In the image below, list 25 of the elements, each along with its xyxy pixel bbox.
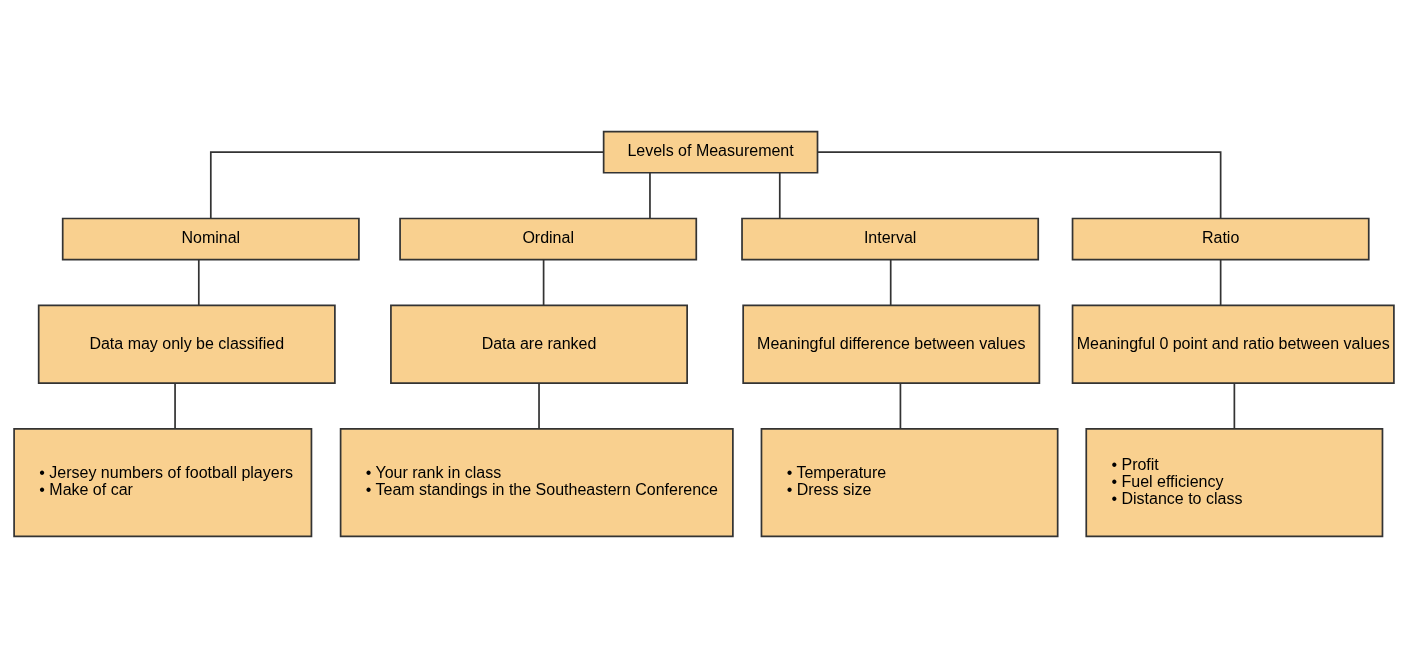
node-box: Levels of Measurement [602,130,819,174]
connector [197,258,200,306]
node-box: • Profit • Fuel efficiency • Distance to class [1085,427,1384,537]
connector [889,258,892,306]
node-box: Meaningful difference between values [742,304,1041,384]
node-box: Ordinal [399,217,698,261]
node-box: • Jersey numbers of football players • Make of car [13,427,313,537]
node-box: Nominal [61,217,360,261]
connector [1233,381,1236,429]
connector [209,150,605,219]
node-box: • Your rank in class • Team standings in the Southeastern Conference [339,427,734,537]
connector [899,381,902,429]
connector [1219,258,1222,306]
connector [778,171,781,219]
connector [174,381,176,429]
node-box: Interval [741,217,1040,261]
connector [649,171,651,219]
connector [816,150,1222,219]
node-box: Data may only be classified [37,304,336,384]
connector [542,258,545,306]
connector [538,381,540,429]
node-box: Meaningful 0 point and ratio between values [1071,304,1395,384]
node-box: • Temperature • Dress size [760,427,1059,537]
node-box: Data are ranked [390,304,688,384]
node-box: Ratio [1071,217,1370,261]
